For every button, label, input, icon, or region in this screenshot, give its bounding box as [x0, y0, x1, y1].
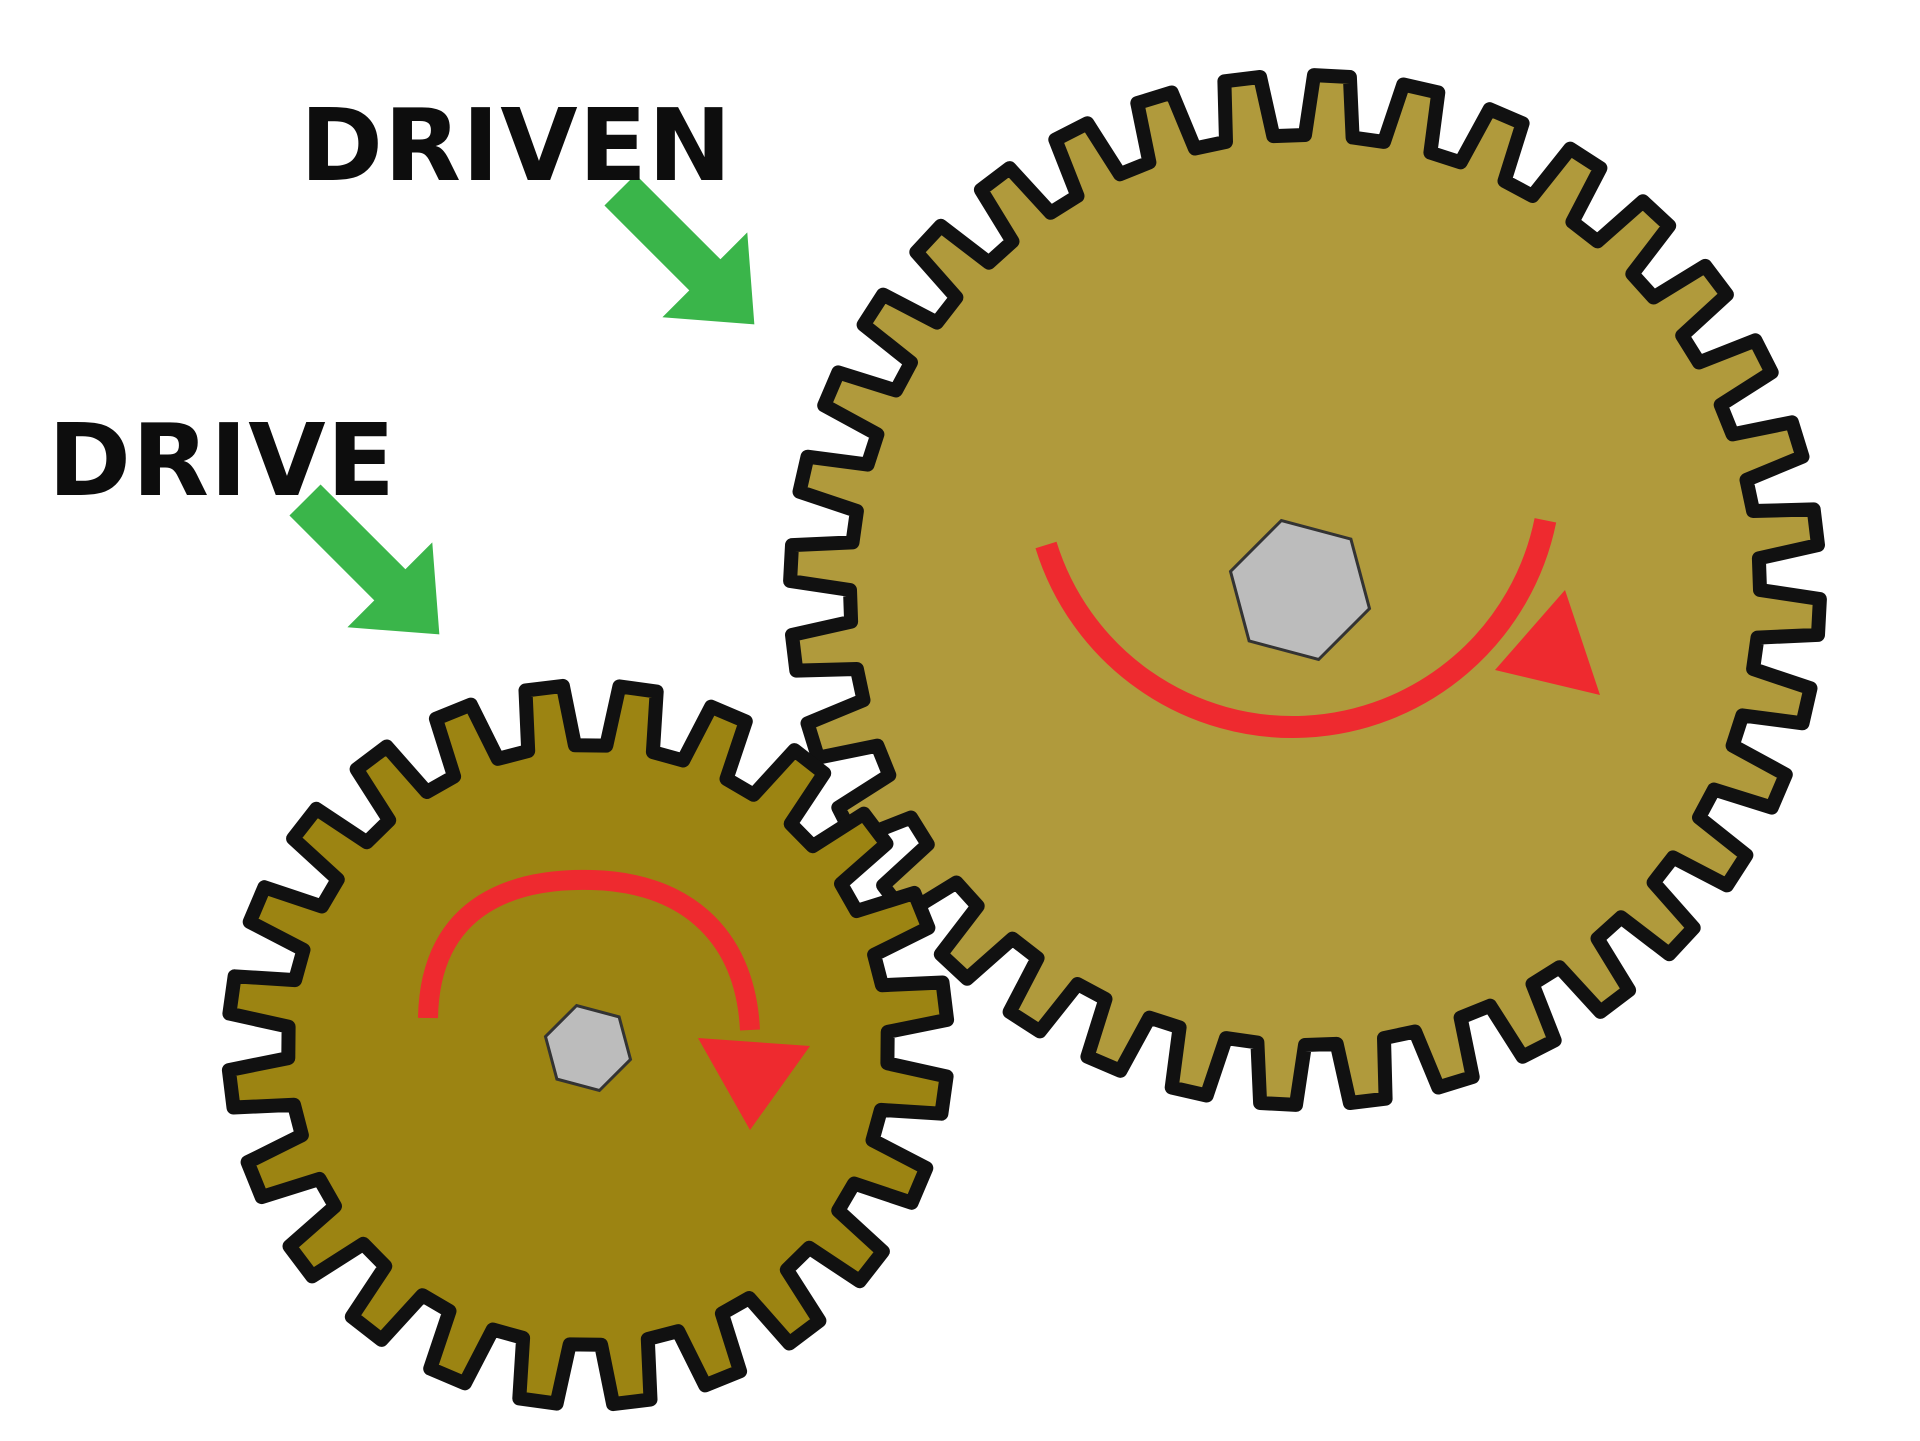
- drive-gear: [221, 678, 955, 1412]
- driven-rotation-arrow-icon: [1035, 518, 1557, 738]
- driven-pointer-arrow-icon: [604, 174, 755, 325]
- drive-rotation-arrow-icon: [418, 869, 760, 1031]
- drive-hexagon-hub-icon: [543, 1003, 633, 1093]
- driven-rotation-arrowhead-icon: [1495, 590, 1600, 695]
- drive-pointer-arrow-icon: [289, 484, 440, 635]
- drive-label: DRIVE: [48, 402, 396, 519]
- drive-rotation-arrowhead-icon: [698, 1038, 810, 1130]
- driven-gear: [783, 68, 1827, 1112]
- driven-label: DRIVEN: [300, 87, 733, 204]
- driven-hexagon-hub-icon: [1228, 518, 1372, 662]
